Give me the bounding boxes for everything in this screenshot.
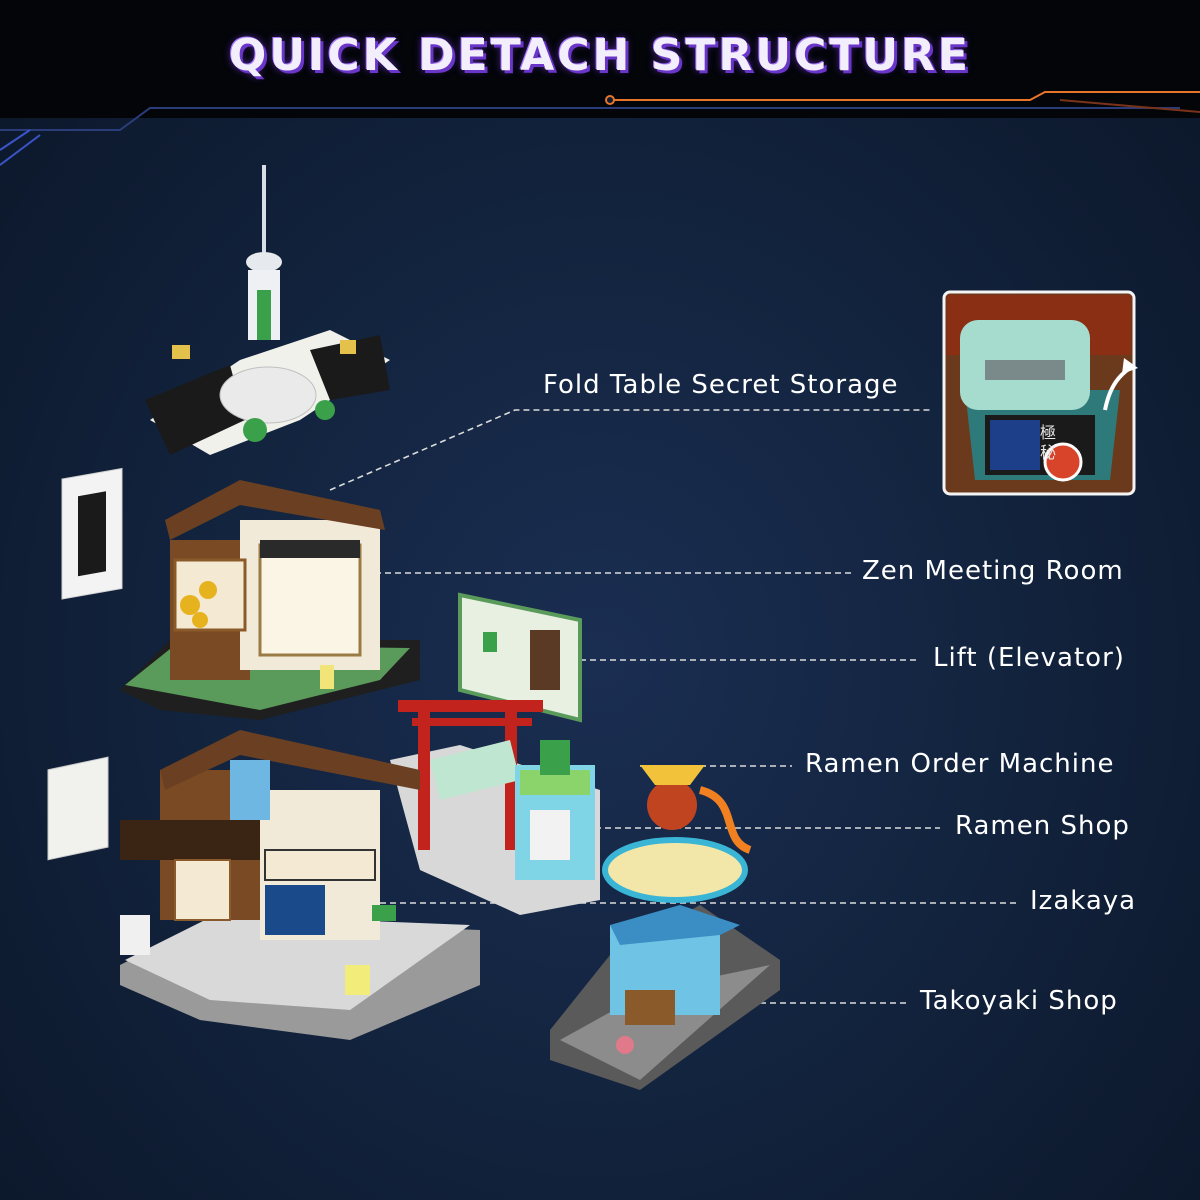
label-ramen-order-machine: Ramen Order Machine: [805, 749, 1115, 779]
izakaya-module: [47, 730, 480, 1040]
label-lift-elevator: Lift (Elevator): [933, 643, 1125, 673]
label-zen-meeting-room: Zen Meeting Room: [862, 556, 1124, 586]
inset-photo: 極 秘: [942, 290, 1138, 496]
label-takoyaki-shop: Takoyaki Shop: [920, 986, 1118, 1016]
inset-calligraphy-2: 秘: [1040, 443, 1056, 462]
page-title: QUICK DETACH STRUCTURE: [228, 30, 972, 81]
header-circuit-lines: [0, 91, 1200, 166]
label-fold-table-secret-storage: Fold Table Secret Storage: [543, 370, 899, 400]
inset-calligraphy-1: 極: [1040, 423, 1056, 442]
takoyaki-module: [550, 765, 780, 1090]
roof-tower-module: [145, 165, 390, 455]
leader-fold-table: [329, 409, 930, 491]
header-bar: [0, 0, 1200, 118]
label-ramen-shop: Ramen Shop: [955, 811, 1130, 841]
lift-module: [458, 592, 582, 723]
zen-meeting-room-module: [61, 467, 420, 720]
ramen-shop-module: [390, 700, 600, 915]
label-izakaya: Izakaya: [1030, 886, 1137, 916]
